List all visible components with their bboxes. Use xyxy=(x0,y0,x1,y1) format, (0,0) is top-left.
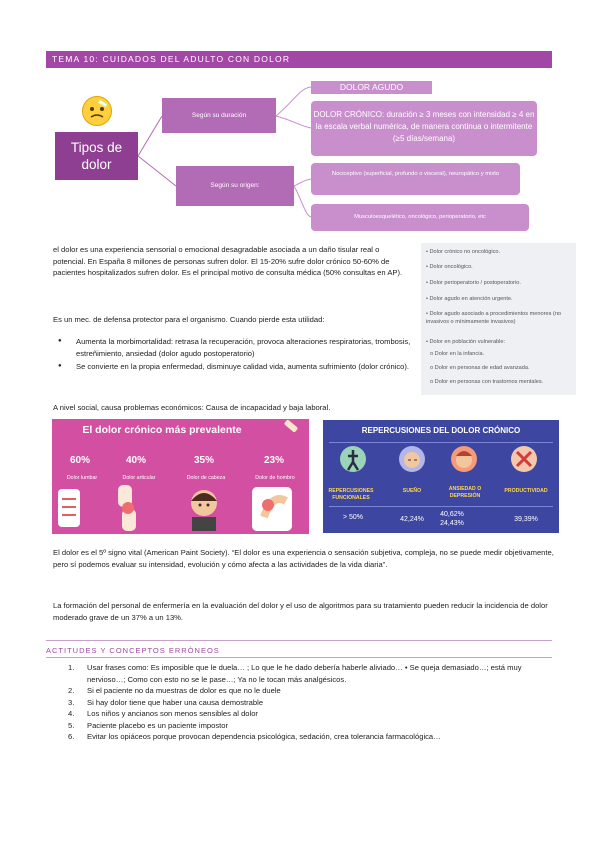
anxiety-icon xyxy=(451,446,477,472)
value-sueno: 42,24% xyxy=(400,516,424,523)
pct-hombro: 23% xyxy=(263,455,284,466)
pct-lumbar: 60% xyxy=(69,455,90,466)
diagram-leaf-agudo: DOLOR AGUDO xyxy=(311,81,432,94)
list-item: o Dolor en la infancia. xyxy=(430,351,485,357)
section-title: ACTITUDES Y CONCEPTOS ERRÓNEOS xyxy=(46,646,220,655)
section-divider xyxy=(46,640,552,641)
page-title: TEMA 10: CUIDADOS DEL ADULTO CON DOLOR xyxy=(46,51,552,68)
list-item: 1.Usar frases como: Es imposible que le … xyxy=(68,663,522,684)
divider xyxy=(329,506,553,507)
prevalent-pain-infographic: El dolor crónico más prevalente 60% 40% … xyxy=(52,419,309,534)
list-item: • Dolor perioperatorio / postoperatorio. xyxy=(426,280,521,286)
infographic-title: REPERCUSIONES DEL DOLOR CRÓNICO xyxy=(361,426,521,435)
body-parts-icons xyxy=(58,485,292,531)
lumbar-icon xyxy=(58,489,80,527)
list-item: Se convierte en la propia enfermedad, di… xyxy=(56,361,411,373)
label-sueno: SUEÑO xyxy=(402,488,422,494)
label-productividad: PRODUCTIVIDAD xyxy=(504,488,548,494)
diagram-leaf-musculo: Musculoesquelético, oncológico, perioper… xyxy=(311,204,529,231)
label-ansiedad: ANSIEDAD O DEPRESIÓN xyxy=(448,486,482,499)
consequences-list: Aumenta la morbimortalidad: retrasa la r… xyxy=(56,336,411,375)
list-item: • Dolor agudo asociado a procedimientos … xyxy=(426,311,562,326)
shoulder-icon xyxy=(252,487,292,531)
list-item: • Dolor oncológico. xyxy=(426,264,473,270)
headache-icon xyxy=(191,490,217,531)
diagram-branch-duracion: Según su duración xyxy=(162,98,276,133)
label-hombro: Dolor de hombro xyxy=(255,475,295,481)
list-item: 2.Si el paciente no da muestras de dolor… xyxy=(68,686,281,695)
list-item: • Dolor crónico no oncológico. xyxy=(426,249,501,255)
diagram-branch-origen: Según su origen: xyxy=(176,166,294,206)
productivity-icon xyxy=(511,446,537,472)
paragraph-signo-vital: El dolor es el 5º signo vital (American … xyxy=(53,548,554,569)
section-divider xyxy=(46,657,552,658)
diagram-root: Tipos de dolor xyxy=(55,132,138,180)
infographic-title: El dolor crónico más prevalente xyxy=(82,424,242,436)
pain-types-box: • Dolor crónico no oncológico. • Dolor o… xyxy=(421,243,576,395)
list-item: o Dolor en personas con trastornos menta… xyxy=(430,379,544,385)
label-cabeza: Dolor de cabeza xyxy=(186,475,226,481)
pained-face-icon xyxy=(82,96,112,126)
label-lumbar: Dolor lumbar xyxy=(66,475,98,481)
bandage-icon xyxy=(283,419,299,433)
pct-cabeza: 35% xyxy=(193,455,214,466)
label-funcionales: REPERCUSIONES FUNCIONALES xyxy=(328,488,374,501)
diagram-leaf-cronico: DOLOR CRÓNICO: duración ≥ 3 meses con in… xyxy=(311,101,537,156)
list-item: Aumenta la morbimortalidad: retrasa la r… xyxy=(56,336,411,359)
sleep-icon xyxy=(399,446,425,472)
paragraph-social: A nivel social, causa problemas económic… xyxy=(53,403,331,412)
list-item: • Dolor agudo en atención urgente. xyxy=(426,296,513,302)
list-item: • Dolor en población vulnerable: xyxy=(426,339,506,345)
misconceptions-list: 1.Usar frases como: Es imposible que le … xyxy=(56,662,526,743)
list-item: 4.Los niños y ancianos son menos sensibl… xyxy=(68,709,258,718)
pct-articular: 40% xyxy=(125,455,146,466)
list-item: o Dolor en personas de edad avanzada. xyxy=(430,365,530,371)
divider xyxy=(329,442,553,443)
diagram-leaf-nociceptivo: Nociceptivo (superficial, profundo o vis… xyxy=(311,163,520,195)
paragraph-definition: el dolor es una experiencia sensorial o … xyxy=(53,245,403,277)
paragraph-defense: Es un mec. de defensa protector para el … xyxy=(53,315,325,324)
walking-pain-icon xyxy=(340,446,366,472)
label-articular: Dolor articular xyxy=(122,475,156,481)
value-funcionales: > 50% xyxy=(342,514,364,521)
chronic-pain-repercussions-infographic: REPERCUSIONES DEL DOLOR CRÓNICO REPERCUS… xyxy=(323,420,559,533)
list-item: 5.Paciente placebo es un paciente impost… xyxy=(68,720,228,730)
list-item: 3.Si hay dolor tiene que haber una causa… xyxy=(68,697,264,707)
knee-icon xyxy=(118,485,136,531)
list-item: 6.Evitar los opiáceos porque provocan de… xyxy=(68,732,441,741)
diagram-connectors xyxy=(137,86,312,218)
paragraph-formacion: La formación del personal de enfermería … xyxy=(53,601,548,622)
value-ansiedad: 40,62% 24,43% xyxy=(440,511,464,527)
value-productividad: 39,39% xyxy=(514,516,538,523)
